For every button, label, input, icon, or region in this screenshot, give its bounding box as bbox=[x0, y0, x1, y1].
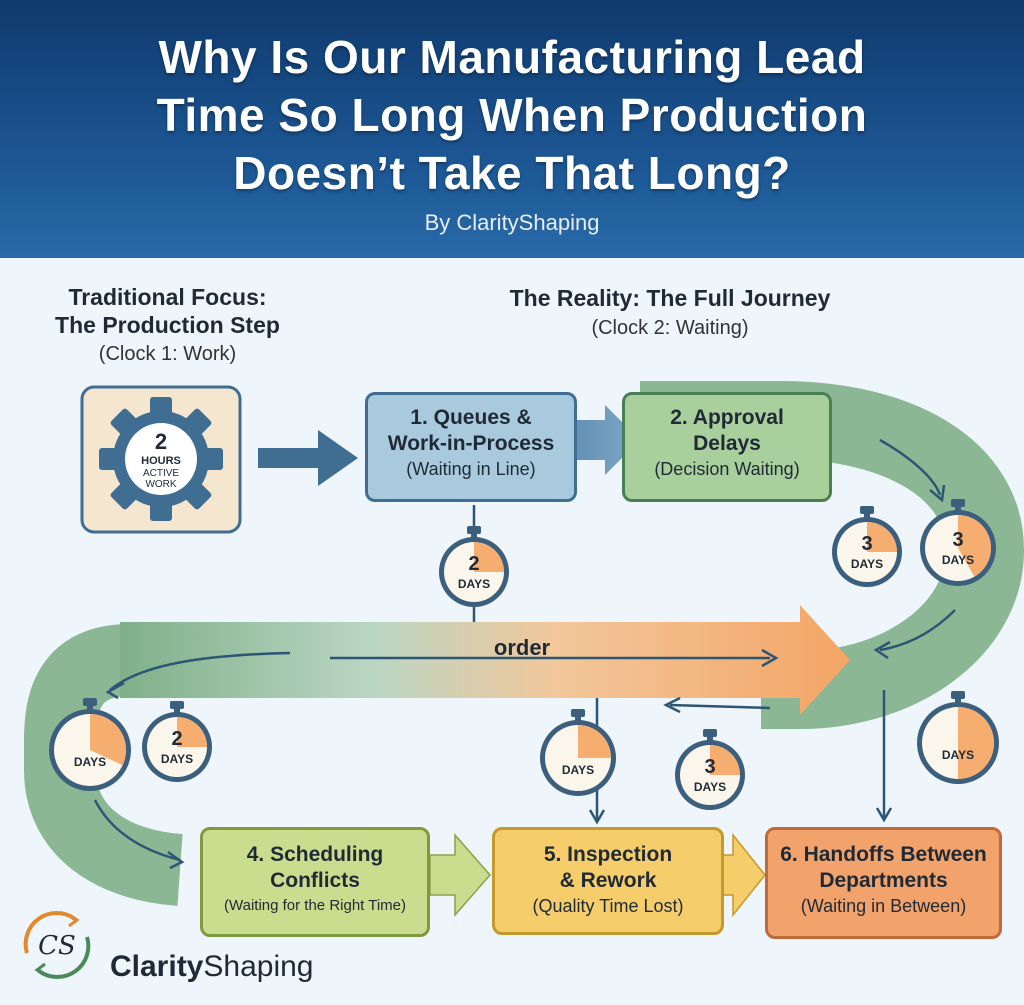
step-approval-subtitle: (Decision Waiting) bbox=[654, 459, 800, 479]
step-queues: 1. Queues & Work-in-Process (Waiting in … bbox=[365, 392, 577, 502]
title-line-2: Time So Long When Production bbox=[156, 89, 868, 141]
step-inspection-title-1: 5. Inspection bbox=[543, 843, 673, 866]
gear-line2: ACTIVE bbox=[143, 468, 179, 479]
stopwatch-number: 2 bbox=[468, 553, 479, 575]
title-line-3: Doesn’t Take That Long? bbox=[233, 147, 791, 199]
stopwatch-unit: DAYS bbox=[74, 755, 106, 769]
left-heading-line-2: The Production Step bbox=[55, 312, 280, 338]
gear-line3: WORK bbox=[145, 479, 176, 490]
stopwatch-icon: DAYS bbox=[917, 691, 999, 784]
return-arrow-left bbox=[669, 703, 771, 710]
brand-monogram: CS bbox=[38, 931, 76, 961]
right-heading: The Reality: The Full Journey bbox=[509, 285, 831, 311]
band-arrow-left bbox=[109, 651, 291, 691]
brand-name-bold: Clarity bbox=[110, 950, 204, 983]
left-subheading: (Clock 1: Work) bbox=[98, 343, 237, 365]
arrow-step1-to-step2 bbox=[575, 405, 640, 475]
step-queues-subtitle: (Waiting in Line) bbox=[406, 459, 536, 479]
stopwatch-unit: DAYS bbox=[562, 763, 594, 777]
stopwatch-unit: DAYS bbox=[161, 752, 193, 766]
step-scheduling: 4. Scheduling Conflicts (Waiting for the… bbox=[200, 827, 430, 937]
right-subheading: (Clock 2: Waiting) bbox=[591, 317, 749, 339]
stopwatch-unit: DAYS bbox=[942, 748, 974, 762]
stopwatch-unit: DAYS bbox=[458, 577, 490, 591]
step-queues-title-2: Work-in-Process bbox=[387, 432, 555, 455]
step-scheduling-subtitle: (Waiting for the Right Time) bbox=[224, 897, 406, 914]
arrow-step4-to-step5 bbox=[429, 833, 491, 917]
arrow-gear-to-step1 bbox=[258, 430, 358, 486]
gear-icon: 2 HOURS ACTIVE WORK bbox=[99, 397, 223, 521]
step-handoffs-title-1: 6. Handoffs Between bbox=[780, 843, 987, 866]
gear-number: 2 bbox=[155, 429, 167, 454]
gear-line1: HOURS bbox=[141, 455, 181, 467]
stopwatch-unit: DAYS bbox=[851, 557, 883, 571]
stopwatch-unit: DAYS bbox=[942, 553, 974, 567]
stopwatch-number: 2 bbox=[171, 728, 182, 750]
brand-name: ClarityShaping bbox=[110, 950, 313, 984]
order-band bbox=[120, 605, 850, 715]
stopwatch-icon: DAYS bbox=[49, 698, 131, 791]
band-label: order bbox=[494, 635, 551, 660]
byline: By ClarityShaping bbox=[424, 210, 600, 235]
arrow-step5-to-step6 bbox=[722, 832, 766, 918]
step-inspection-subtitle: (Quality Time Lost) bbox=[532, 896, 684, 916]
title-line-1: Why Is Our Manufacturing Lead bbox=[158, 31, 866, 83]
brand-logo: CS bbox=[23, 911, 91, 979]
stopwatch-number: 3 bbox=[952, 529, 963, 551]
stopwatch-icon: DAYS bbox=[540, 709, 616, 796]
step-approval-title-1: 2. Approval bbox=[670, 406, 784, 429]
brand-name-regular: Shaping bbox=[203, 950, 314, 983]
header-banner: Why Is Our Manufacturing Lead Time So Lo… bbox=[0, 0, 1024, 258]
step-handoffs: 6. Handoffs Between Departments (Waiting… bbox=[765, 827, 1002, 939]
step-inspection-title-2: & Rework bbox=[559, 869, 657, 892]
step-scheduling-title-2: Conflicts bbox=[270, 869, 360, 892]
left-heading: Traditional Focus: The Production Step bbox=[20, 283, 315, 339]
lead-time-diagram: 2 HOURS ACTIVE WORK order 2DAYS3DAYS3DAY… bbox=[23, 381, 1024, 979]
stopwatch-number: 3 bbox=[861, 533, 872, 555]
step-scheduling-title-1: 4. Scheduling bbox=[246, 843, 384, 866]
page-title: Why Is Our Manufacturing Lead Time So Lo… bbox=[40, 28, 984, 202]
step-handoffs-title-2: Departments bbox=[819, 869, 948, 892]
step-approval-title-2: Delays bbox=[693, 432, 761, 455]
left-heading-line-1: Traditional Focus: bbox=[68, 284, 267, 310]
step-inspection: 5. Inspection & Rework (Quality Time Los… bbox=[492, 827, 724, 935]
step-handoffs-subtitle: (Waiting in Between) bbox=[800, 896, 967, 916]
step-queues-title-1: 1. Queues & bbox=[410, 406, 532, 429]
stopwatch-unit: DAYS bbox=[694, 780, 726, 794]
step-approval: 2. Approval Delays (Decision Waiting) bbox=[622, 392, 832, 502]
stopwatch-number: 3 bbox=[704, 756, 715, 778]
